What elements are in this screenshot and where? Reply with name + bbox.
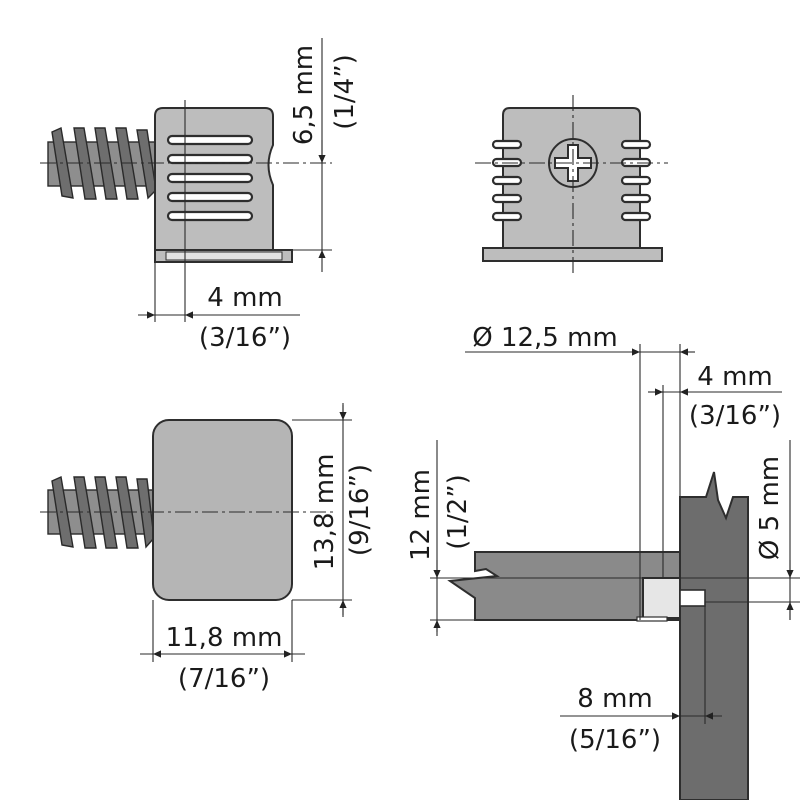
body-slot xyxy=(166,191,254,203)
body-slot xyxy=(620,193,652,204)
dimension-label: (1/2”) xyxy=(443,474,473,550)
body-slot xyxy=(166,153,254,165)
dimension-label: (9/16”) xyxy=(345,464,375,556)
screw-thread xyxy=(73,127,97,200)
dimension-label: 11,8 mm xyxy=(166,623,283,653)
dimension-label: 12 mm xyxy=(406,469,436,561)
top-view: 13,8 mm (9/16”) 11,8 mm (7/16”) xyxy=(40,403,375,694)
dimension-label: (3/16”) xyxy=(199,323,291,353)
dimension-label: Ø 12,5 mm xyxy=(472,323,618,353)
flange-inner xyxy=(165,251,283,261)
screw-thread xyxy=(73,476,97,549)
vertical-panel xyxy=(679,471,749,800)
dimension-label: 8 mm xyxy=(577,684,652,714)
connector-body-top xyxy=(152,419,293,601)
body-slot xyxy=(620,175,652,186)
connector-in-panel xyxy=(642,577,681,619)
dimension-label: (3/16”) xyxy=(689,401,781,431)
dimension-label: 6,5 mm xyxy=(289,45,319,145)
body-slot xyxy=(166,134,254,146)
front-view xyxy=(475,95,668,275)
body-slot xyxy=(491,175,523,186)
body-slot xyxy=(491,193,523,204)
dimension-label: (1/4”) xyxy=(330,54,360,130)
assembly-view: Ø 12,5 mm 4 mm (3/16”) 12 mm (1/2”) Ø 5 … xyxy=(406,323,800,800)
pin xyxy=(679,589,706,607)
body-slot xyxy=(491,211,523,222)
dimension-label: 4 mm xyxy=(697,362,772,392)
connector-flange-in-panel xyxy=(636,616,668,622)
body-slot xyxy=(620,211,652,222)
dimension-label: 13,8 mm xyxy=(310,454,340,571)
dimension-label: (7/16”) xyxy=(178,664,270,694)
body-slot xyxy=(166,172,254,184)
body-slot xyxy=(166,210,254,222)
dimension-label: Ø 5 mm xyxy=(755,456,785,560)
dimension-label: 4 mm xyxy=(207,283,282,313)
body-slot xyxy=(491,139,523,150)
side-view: 6,5 mm (1/4”) 4 mm (3/16”) xyxy=(40,38,360,353)
body-slot xyxy=(620,139,652,150)
dimension-label: (5/16”) xyxy=(569,725,661,755)
